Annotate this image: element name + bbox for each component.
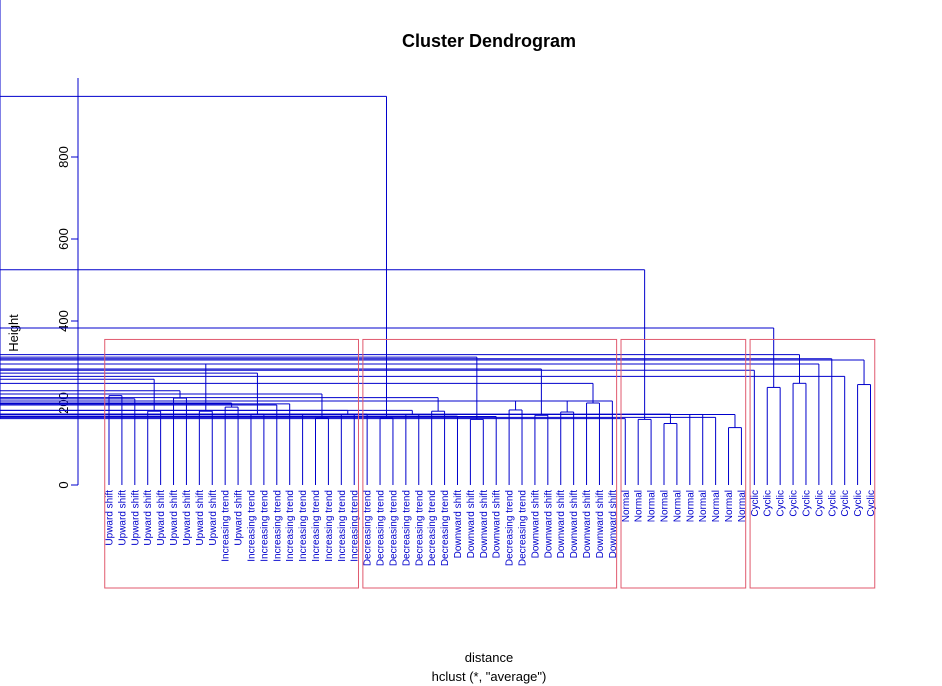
leaf-label: Cyclic xyxy=(801,490,812,517)
leaf-label: Upward shift xyxy=(234,490,245,546)
leaf-label: Upward shift xyxy=(105,490,116,546)
leaf-label: Downward shift xyxy=(556,490,567,559)
leaf-label: Cyclic xyxy=(776,490,787,517)
leaf-label: Decreasing trend xyxy=(363,490,374,566)
leaf-label: Normal xyxy=(647,490,658,522)
leaf-label: Cyclic xyxy=(853,490,864,517)
leaf-label: Normal xyxy=(737,490,748,522)
leaf-label: Increasing trend xyxy=(285,490,296,562)
leaf-label: Normal xyxy=(634,490,645,522)
leaf-label: Decreasing trend xyxy=(505,490,516,566)
method-subtitle: hclust (*, "average") xyxy=(432,669,547,684)
leaf-label: Normal xyxy=(659,490,670,522)
branch-group xyxy=(0,0,871,485)
leaf-label: Downward shift xyxy=(466,490,477,559)
y-tick-label: 800 xyxy=(56,146,71,168)
leaf-label: Decreasing trend xyxy=(440,490,451,566)
leaf-label: Decreasing trend xyxy=(388,490,399,566)
cluster-box xyxy=(362,338,618,589)
leaf-label: Upward shift xyxy=(195,490,206,546)
leaf-label: Decreasing trend xyxy=(427,490,438,566)
leaf-label: Normal xyxy=(698,490,709,522)
leaf-label: Normal xyxy=(685,490,696,522)
leaf-label: Increasing trend xyxy=(298,490,309,562)
y-axis: 0200400600800 xyxy=(56,78,79,489)
leaf-label: Decreasing trend xyxy=(401,490,412,566)
leaf-label: Increasing trend xyxy=(324,490,335,562)
cluster-box xyxy=(620,338,747,589)
cluster-box-group xyxy=(104,338,876,589)
leaf-label: Downward shift xyxy=(543,490,554,559)
leaf-label: Increasing trend xyxy=(272,490,283,562)
leaf-label: Increasing trend xyxy=(350,490,361,562)
leaf-label: Cyclic xyxy=(814,490,825,517)
leaf-label: Downward shift xyxy=(582,490,593,559)
leaf-label: Increasing trend xyxy=(259,490,270,562)
leaf-label: Cyclic xyxy=(840,490,851,517)
leaf-label: Cyclic xyxy=(827,490,838,517)
leaf-label: Increasing trend xyxy=(311,490,322,562)
leaf-label: Downward shift xyxy=(569,490,580,559)
leaf-label: Decreasing trend xyxy=(414,490,425,566)
leaf-label: Cyclic xyxy=(763,490,774,517)
leaf-label: Normal xyxy=(724,490,735,522)
leaf-label: Normal xyxy=(621,490,632,522)
leaf-label: Increasing trend xyxy=(221,490,232,562)
leaf-label: Downward shift xyxy=(530,490,541,559)
leaf-label: Cyclic xyxy=(789,490,800,517)
leaf-label: Cyclic xyxy=(866,490,877,517)
leaf-label: Downward shift xyxy=(608,490,619,559)
leaf-label: Normal xyxy=(711,490,722,522)
leaf-label: Cyclic xyxy=(750,490,761,517)
y-tick-label: 600 xyxy=(56,228,71,250)
leaf-label: Upward shift xyxy=(117,490,128,546)
leaf-label: Decreasing trend xyxy=(376,490,387,566)
y-axis-label: Height xyxy=(6,314,21,352)
x-axis-label: distance xyxy=(465,650,513,665)
cluster-box xyxy=(104,338,359,589)
leaf-label: Normal xyxy=(672,490,683,522)
leaf-label: Increasing trend xyxy=(246,490,257,562)
y-tick-label: 400 xyxy=(56,310,71,332)
leaf-label: Downward shift xyxy=(492,490,503,559)
y-tick-label: 0 xyxy=(56,481,71,488)
leaf-label: Upward shift xyxy=(182,490,193,546)
chart-title: Cluster Dendrogram xyxy=(402,31,576,51)
leaf-label: Downward shift xyxy=(453,490,464,559)
leaf-label: Increasing trend xyxy=(337,490,348,562)
cluster-box xyxy=(749,338,876,589)
leaf-label: Upward shift xyxy=(169,490,180,546)
leaf-label: Upward shift xyxy=(130,490,141,546)
leaf-label: Downward shift xyxy=(595,490,606,559)
leaf-label: Upward shift xyxy=(208,490,219,546)
leaf-label: Decreasing trend xyxy=(518,490,529,566)
leaf-label: Upward shift xyxy=(143,490,154,546)
leaf-label: Upward shift xyxy=(156,490,167,546)
leaf-label: Downward shift xyxy=(479,490,490,559)
